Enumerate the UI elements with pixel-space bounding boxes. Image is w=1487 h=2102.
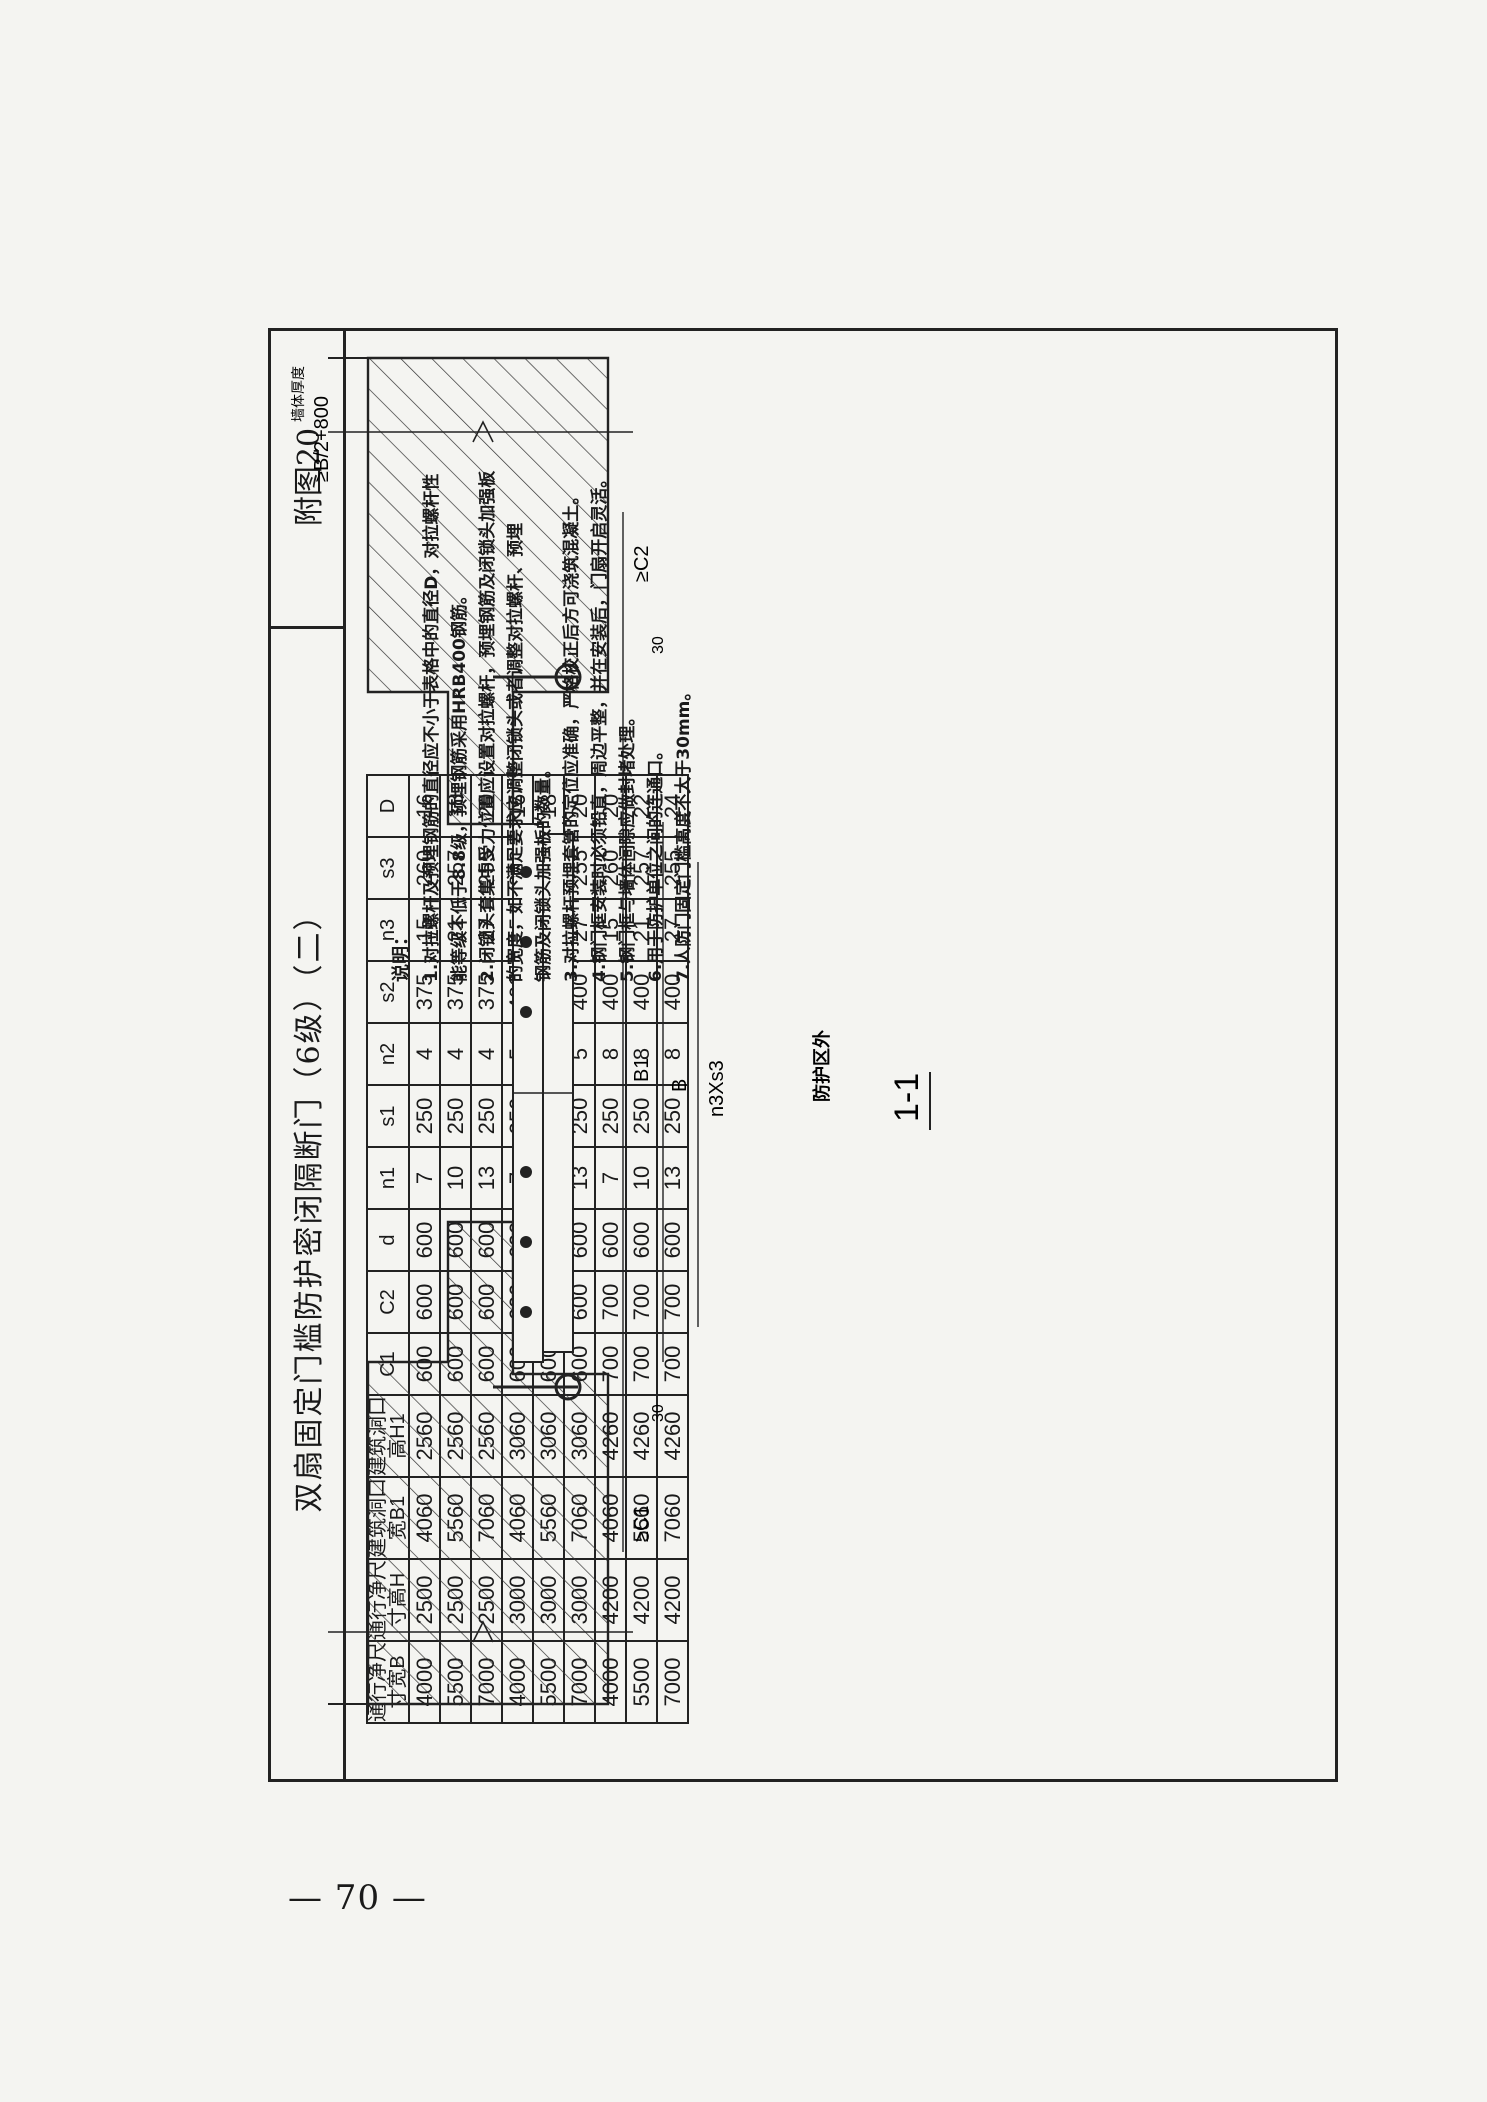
dim-n3s3: n3Xs3 [706,1060,728,1117]
drawing-frame [268,328,1338,1782]
dim-b: B [669,1079,691,1092]
note-item: 4.钢门框安装时必须铅直，周边平整，并在安装后，门扇开启灵活。 [590,470,610,982]
dim-c1: ≥C1 [631,1505,653,1542]
protected-zone-label: 防护区外 [811,1030,832,1102]
dim-c2: ≥C2 [631,545,653,582]
dimension-lines [622,512,699,1552]
note-item: 5.钢门框与墙体间隙应做封堵处理。 [618,708,638,982]
note-item: 3.对拉螺杆预埋套管的定位应准确，严格校正后方可浇筑混凝土。 [562,487,582,982]
drawing-sheet: 双扇固定门槛防护密闭隔断门（6级）（二） 附图20 通行净尺寸宽B通行净尺寸高H… [268,328,1338,1782]
wall-right [366,356,610,826]
page-number: — 70 — [288,1878,427,1918]
dim-b1: B1 [631,1058,653,1082]
note-item: 6.用于防护单位之间的连通口。 [646,742,666,982]
wall-label: 墙体厚度 [290,366,306,422]
tie-rods [493,663,582,1401]
notes: 说明： 1.对拉螺杆及预埋钢筋的直径应不小于表格中的直径D，对拉螺杆性 能等级不… [388,342,1268,982]
note-item: 2.闭锁头套集中受力位置应设置对拉螺杆，预埋钢筋及闭锁头加强板 的宽度，如不满足… [478,470,554,982]
dim-wall: ≥B/2+800 [311,396,333,482]
door-leaves [512,823,574,1363]
dim-gap-right: 30 [650,636,667,654]
section-label: 1-1 [888,1073,926,1122]
anchor-bolts [520,866,532,1318]
dim-gap-left: 30 [650,1404,667,1422]
break-line-right [328,420,633,443]
section-drawing: B1 B n3Xs3 ≥C1 ≥C2 30 30 ≥B/2+800 墙体厚度 防… [290,356,931,1706]
notes-heading: 说明： [391,928,412,982]
wall-slab [328,357,368,1705]
note-item: 7.人防门固定门槛高度不大于30mm。 [674,683,694,982]
break-line-left [328,1620,633,1643]
note-item: 1.对拉螺杆及预埋钢筋的直径应不小于表格中的直径D，对拉螺杆性 能等级不低于8.… [422,473,470,982]
